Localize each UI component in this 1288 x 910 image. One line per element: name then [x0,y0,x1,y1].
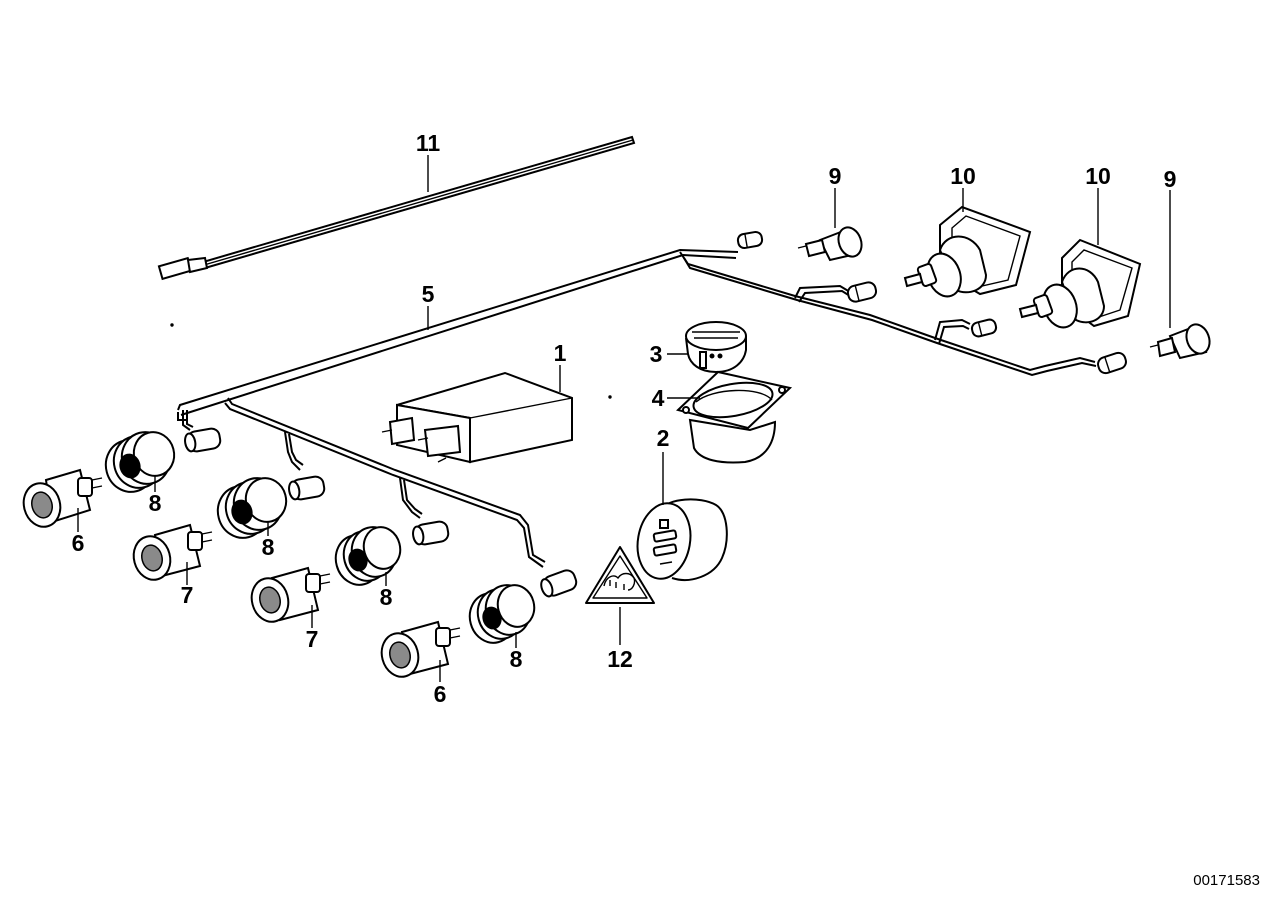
callout-2: 2 [657,425,670,451]
sensor-housing-right [1018,238,1142,329]
stray-dot [608,395,612,399]
sensor-holder-8c [334,526,402,586]
wiring-harness [177,248,1097,568]
callout-3: 3 [650,341,663,367]
sensor-housing-left [903,205,1032,298]
callout-4: 4 [652,385,665,411]
callout-6-left: 6 [72,530,85,556]
callout-1: 1 [554,340,567,366]
bumper-sensor-7-right [250,566,331,623]
callout-7-left: 7 [181,582,194,608]
warning-buzzer [636,498,728,581]
callout-8-d: 8 [510,646,523,672]
callout-12: 12 [607,646,633,672]
control-module [381,371,573,464]
callout-5: 5 [422,281,435,307]
callout-9-right: 9 [1164,166,1177,192]
callout-7-right: 7 [306,626,319,652]
bumper-sensor-6-right [380,620,461,678]
callout-6-right: 6 [434,681,447,707]
callout-11: 11 [416,130,441,156]
document-id: 00171583 [1193,872,1260,889]
sensor-holder-8b [216,477,288,539]
callout-labels: 11 5 1 3 4 2 12 9 9 10 10 6 7 7 6 8 8 8 … [72,130,1177,707]
callout-8-a: 8 [149,490,162,516]
callout-10-left: 10 [950,163,976,189]
sensor-holder-8a [104,431,176,493]
stray-dot [170,323,174,327]
leader-lines [77,155,1171,682]
bumper-sensor-6-left [22,468,103,528]
cable-tie [157,135,636,281]
sensor-holder-8d [468,584,536,644]
callout-8-b: 8 [262,534,275,560]
bumper-sensor-7-left [132,523,213,581]
callout-8-c: 8 [380,584,393,610]
sensor-small-right [1149,323,1211,360]
warning-label [585,546,655,604]
speaker-cap [685,321,747,374]
harness-connectors [184,230,1127,598]
callout-10-right: 10 [1085,163,1111,189]
sensor-small-left [797,226,863,262]
callout-9-left: 9 [829,163,842,189]
speaker-bracket [676,370,793,464]
